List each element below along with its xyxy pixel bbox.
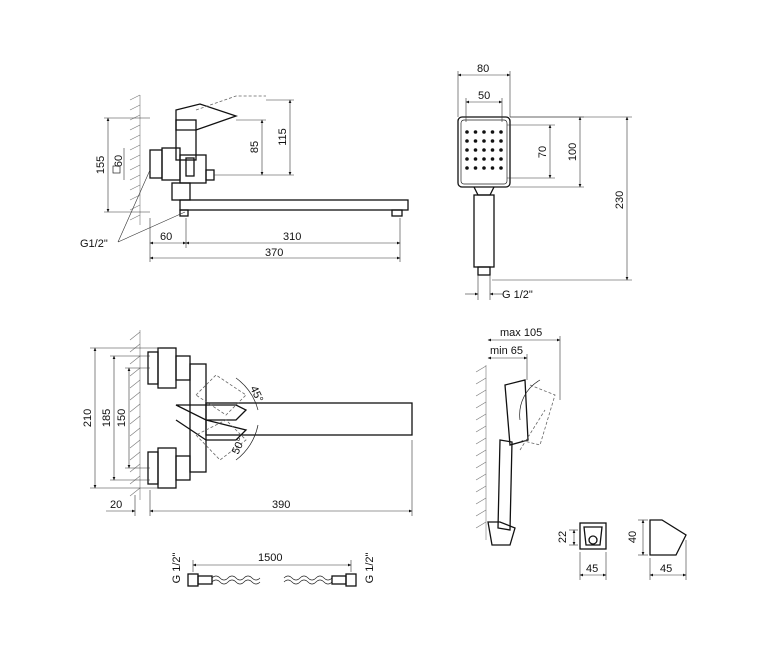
dim-max: max 105 [500, 327, 542, 339]
dim-85: 85 [249, 141, 261, 153]
dim-230: 230 [614, 191, 626, 209]
spray-nozzle [473, 130, 478, 134]
thread-right: G 1/2" [364, 553, 376, 584]
spray-nozzle [499, 166, 503, 170]
spray-nozzle [465, 157, 469, 161]
spray-nozzle [499, 157, 503, 161]
spray-nozzle [473, 148, 478, 152]
spray-nozzle [499, 130, 503, 134]
dim-45-a: 45 [586, 563, 598, 575]
dim-310: 310 [283, 231, 301, 243]
dim-100: 100 [567, 143, 579, 161]
spray-nozzle [499, 139, 503, 143]
dim-70: 70 [537, 146, 549, 158]
dim-45-b: 45 [660, 563, 672, 575]
dim-150: 150 [116, 409, 128, 427]
spray-nozzle [482, 148, 486, 152]
dim-370: 370 [265, 247, 283, 259]
angle-45: 45° [247, 384, 265, 404]
dim-60-square: 60 [113, 155, 125, 167]
dim-50: 50 [478, 90, 490, 102]
spray-nozzle [499, 148, 503, 152]
spray-nozzle [490, 166, 495, 170]
spray-nozzle [465, 139, 469, 143]
dim-390: 390 [272, 499, 290, 511]
shower-holder-view: max 105 min 65 [475, 327, 561, 546]
wall-bracket-view: 22 45 40 45 [557, 519, 687, 580]
hose-length: 1500 [258, 552, 282, 564]
spray-nozzle [473, 139, 478, 143]
spray-nozzle [490, 157, 495, 161]
dim-60: 60 [160, 231, 172, 243]
hose-view: 1500 G 1/2" G 1/2" [171, 552, 376, 587]
spray-nozzle [482, 157, 486, 161]
dim-155: 155 [95, 156, 107, 174]
dim-210: 210 [82, 409, 94, 427]
spray-nozzle [465, 130, 469, 134]
spray-nozzle [490, 139, 495, 143]
spray-nozzle [473, 157, 478, 161]
faucet-front-view: 45° 50° 210 185 150 20 390 [82, 330, 413, 516]
spray-nozzle [473, 166, 478, 170]
wall-hatch [129, 94, 141, 225]
dim-80: 80 [477, 63, 489, 75]
faucet-side-view: 155 60 85 115 G1/2" 60 310 370 [80, 94, 409, 262]
hand-shower-view: 80 50 70 100 230 G 1/2" [457, 63, 632, 301]
spray-nozzle [465, 166, 469, 170]
spray-nozzle [482, 130, 486, 134]
spray-nozzle [490, 148, 495, 152]
thread-label: G1/2" [80, 238, 108, 250]
thread-left: G 1/2" [171, 553, 183, 584]
spray-nozzle [465, 148, 469, 152]
dim-115: 115 [277, 128, 289, 146]
dim-185: 185 [101, 409, 113, 427]
spray-nozzles [465, 130, 503, 170]
spray-nozzle [482, 166, 486, 170]
dim-min: min 65 [490, 345, 523, 357]
angle-50: 50° [230, 436, 248, 456]
wall-hatch [475, 365, 487, 540]
dim-40: 40 [627, 531, 639, 543]
dim-20: 20 [110, 499, 122, 511]
spray-nozzle [490, 130, 495, 134]
thread-label: G 1/2" [502, 289, 533, 301]
spray-nozzle [482, 139, 486, 143]
dim-22: 22 [557, 531, 569, 543]
wall-hatch [129, 330, 141, 500]
